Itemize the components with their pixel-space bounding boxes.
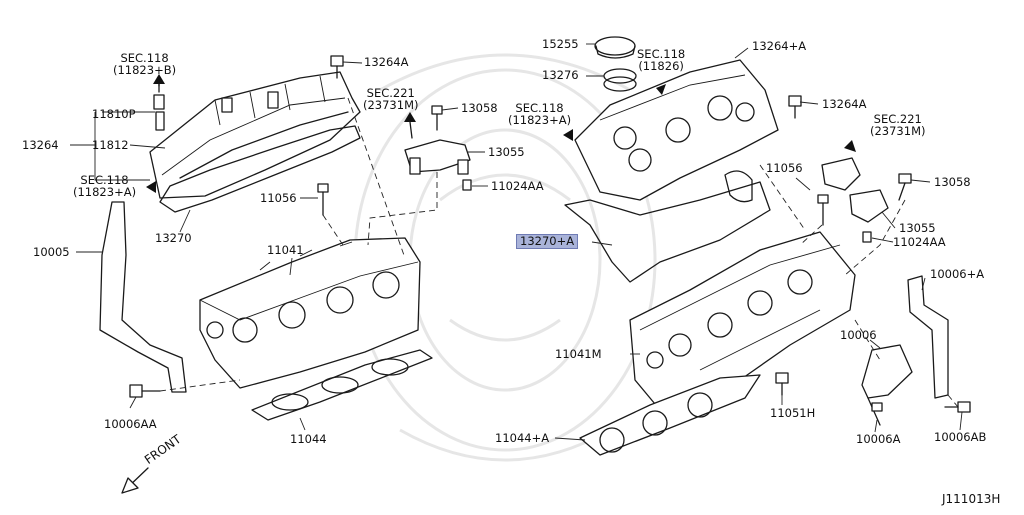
label-11041M: 11041M <box>555 347 602 361</box>
label-13264A-right: 13264A <box>822 97 867 111</box>
label-sec118-11823b-line1: SEC.118 <box>120 51 169 65</box>
label-11812: 11812 <box>92 138 129 152</box>
label-10006A: 10006A <box>856 432 901 446</box>
diagram-reference-code: J111013H <box>942 492 1001 506</box>
label-13264-A: 13264+A <box>752 39 807 53</box>
rocker-cover-left <box>149 71 361 199</box>
label-sec221-right-line1: SEC.221 <box>873 112 922 126</box>
label-sec118-11826-line1: SEC.118 <box>637 47 686 61</box>
cam-sensor-left <box>404 139 471 175</box>
bolt-10006A <box>867 397 883 426</box>
pcv-valve <box>153 81 165 131</box>
label-13276: 13276 <box>542 68 579 82</box>
label-sec221-right: SEC.221 (23731M) <box>870 113 925 137</box>
label-11051H: 11051H <box>770 406 816 420</box>
label-11024AA-left: 11024AA <box>491 179 544 193</box>
label-10006-A: 10006+A <box>930 267 985 281</box>
label-13264A-left: 13264A <box>364 55 409 69</box>
label-sec118-11823a-left-line2: (11823+A) <box>73 185 137 199</box>
bolt-13264A-left <box>330 55 344 79</box>
label-10006: 10006 <box>840 328 877 342</box>
cylinder-head-left <box>199 237 421 389</box>
label-sec118-11823a-right: SEC.118 (11823+A) <box>508 102 571 126</box>
label-11044: 11044 <box>290 432 327 446</box>
label-10006AA: 10006AA <box>104 417 157 431</box>
label-11024AA-right: 11024AA <box>893 235 946 249</box>
seal-11024AA-right <box>862 231 872 243</box>
label-11041: 11041 <box>267 243 304 257</box>
label-sec221-left: SEC.221 (23731M) <box>363 87 418 111</box>
label-sec118-11823b: SEC.118 (11823+B) <box>113 52 176 76</box>
label-sec118-11823a-left: SEC.118 (11823+A) <box>73 174 136 198</box>
cam-sensor-right <box>821 157 889 223</box>
bolt-11056-left <box>317 183 329 216</box>
direction-arrows <box>146 74 856 193</box>
label-sec118-11826: SEC.118 (11826) <box>637 48 685 72</box>
bracket-10006 <box>861 344 913 399</box>
bolt-13264A-right <box>788 95 802 119</box>
bolt-10006AA <box>129 384 161 398</box>
label-11810P: 11810P <box>92 107 136 121</box>
label-13058-left: 13058 <box>461 101 498 115</box>
oil-filler-cap <box>594 36 636 59</box>
label-sec118-11823a-left-line1: SEC.118 <box>80 173 129 187</box>
label-10006AB: 10006AB <box>934 430 987 444</box>
label-13264: 13264 <box>22 138 59 152</box>
gasket-right <box>564 181 771 283</box>
label-sec118-11826-line2: (11826) <box>638 59 684 73</box>
label-15255: 15255 <box>542 37 579 51</box>
head-gasket-right <box>579 374 761 456</box>
label-sec118-11823a-right-line2: (11823+A) <box>508 113 572 127</box>
label-13055-right: 13055 <box>899 221 936 235</box>
bolt-11056-right <box>817 194 829 226</box>
label-13055-left: 13055 <box>488 145 525 159</box>
label-sec118-11823a-right-line1: SEC.118 <box>515 101 564 115</box>
oil-cap-seal <box>603 68 637 92</box>
label-13058-right: 13058 <box>934 175 971 189</box>
head-gasket-left <box>251 349 433 421</box>
bracket-10006-A <box>907 275 949 399</box>
label-11056-right: 11056 <box>766 161 803 175</box>
label-sec221-left-line1: SEC.221 <box>366 86 415 100</box>
seal-11024AA-left <box>462 179 472 191</box>
label-13270: 13270 <box>155 231 192 245</box>
label-13270-A-highlighted[interactable]: 13270+A <box>516 234 579 249</box>
rocker-cover-right <box>574 59 779 201</box>
front-arrow-icon <box>121 467 149 494</box>
gasket-right-inner <box>724 170 753 203</box>
bracket-10005 <box>99 201 187 393</box>
gasket-left <box>159 125 361 213</box>
label-11056-left: 11056 <box>260 191 297 205</box>
plug-11051H <box>775 372 789 396</box>
label-11044-A: 11044+A <box>495 431 550 445</box>
leader-lines <box>70 43 963 441</box>
label-sec221-right-line2: (23731M) <box>870 124 926 138</box>
bolt-13058-right <box>898 173 912 201</box>
assembly-lines <box>159 97 959 408</box>
label-10005: 10005 <box>33 245 70 259</box>
label-sec221-left-line2: (23731M) <box>363 98 419 112</box>
bolt-13058-left <box>431 105 443 131</box>
label-sec118-11823b-line2: (11823+B) <box>113 63 177 77</box>
